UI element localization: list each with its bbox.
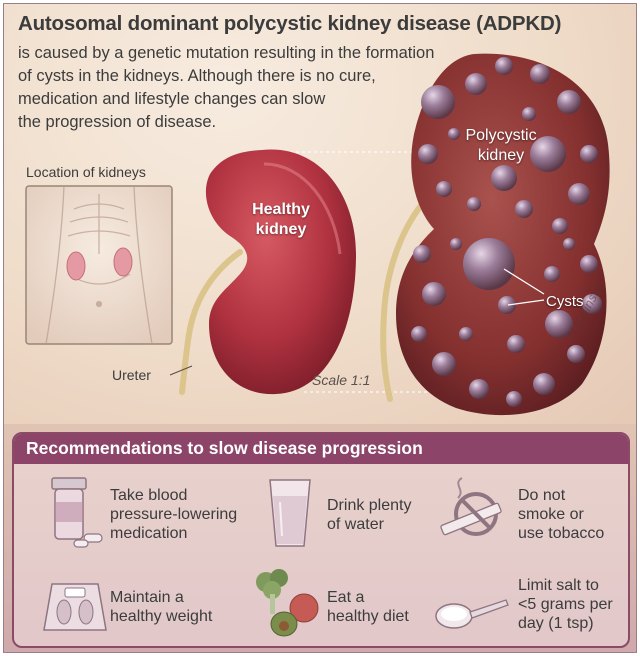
polycystic-ureter [380,201,425,402]
ureter-label: Ureter [112,367,151,383]
infographic: Autosomal dominant polycystic kidney dis… [3,3,637,653]
polycystic-kidney-label: Polycystic kidney [465,127,537,164]
mini-kidneys [66,247,133,281]
torso-box [25,185,173,345]
vegetables-icon [256,569,319,637]
no-smoking-icon [440,477,502,536]
description-line: medication and lifestyle changes can slo… [18,90,326,108]
recommendations-panel: Recommendations to slow disease progress… [12,432,630,648]
page-title: Autosomal dominant polycystic kidney dis… [18,12,562,35]
description-line: of cysts in the kidneys. Although there … [18,67,376,85]
scale-icon [43,583,107,631]
recommendation-text: Eat a healthy diet [327,589,409,625]
location-label: Location of kidneys [26,164,146,180]
recommendation-text: Take blood pressure-lowering medication [110,487,238,542]
recommendations-title: Recommendations to slow disease progress… [26,438,423,458]
recommendation-text: Drink plenty of water [327,497,412,533]
recommendation-text: Do not smoke or use tobacco [518,487,605,542]
kidney-illustration [25,53,610,416]
healthy-kidney-label: Healthy kidney [252,201,310,238]
recommendations-header: Recommendations to slow disease progress… [14,434,628,464]
description: is caused by a genetic mutation resultin… [18,42,498,134]
water-glass-icon [269,479,311,547]
description-line: is caused by a genetic mutation resultin… [18,44,435,62]
cysts-label: Cysts [546,293,584,310]
cysts-pointer-1 [503,268,545,295]
healthy-ureter [179,249,243,395]
scale-label: Scale 1:1 [312,372,371,388]
cyst-bumps [411,57,602,407]
salt-spoon-icon [435,599,509,629]
pill-bottle-icon [51,477,103,548]
recommendation-text: Limit salt to <5 grams per day (1 tsp) [518,577,613,632]
cysts-pointer-2 [507,299,545,306]
healthy-kidney [205,149,356,395]
description-line: the progression of disease. [18,113,217,131]
recommendation-text: Maintain a healthy weight [110,589,213,625]
